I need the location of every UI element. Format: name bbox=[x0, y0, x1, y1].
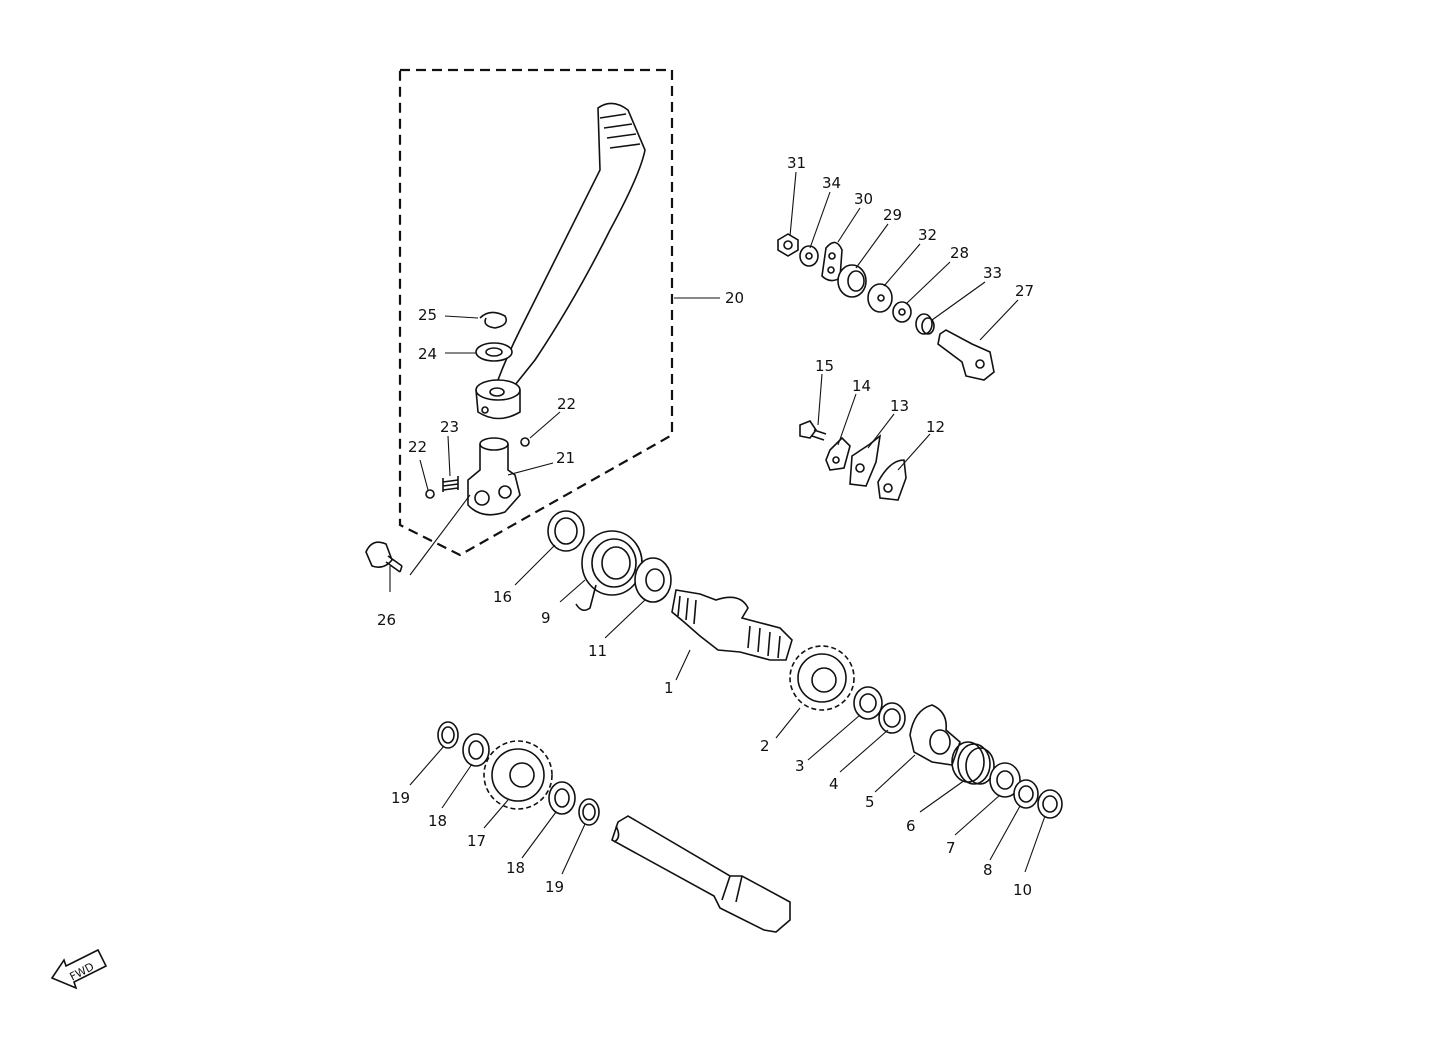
label-13: 13 bbox=[890, 397, 909, 415]
guide-13 bbox=[849, 434, 882, 487]
washer-18-right bbox=[548, 781, 576, 815]
label-19-left: 19 bbox=[391, 789, 410, 807]
label-24: 24 bbox=[418, 345, 437, 363]
label-16: 16 bbox=[493, 588, 512, 606]
kick-lever bbox=[475, 102, 646, 420]
washer-8 bbox=[1013, 779, 1039, 809]
circlip-19-right bbox=[578, 798, 600, 826]
circlip-19-left bbox=[437, 721, 459, 749]
label-17: 17 bbox=[467, 832, 486, 850]
circlip-4 bbox=[878, 702, 906, 734]
ratchet-5 bbox=[909, 704, 961, 766]
label-10: 10 bbox=[1013, 881, 1032, 899]
fwd-arrow: FWD bbox=[50, 948, 108, 990]
label-27: 27 bbox=[1015, 282, 1034, 300]
label-14: 14 bbox=[852, 377, 871, 395]
nut-31 bbox=[777, 233, 799, 257]
oil-seal-16 bbox=[547, 510, 585, 552]
collar-28 bbox=[892, 301, 912, 323]
label-1: 1 bbox=[664, 679, 674, 697]
label-26: 26 bbox=[377, 611, 396, 629]
label-18-left: 18 bbox=[428, 812, 447, 830]
ball-22-left bbox=[425, 489, 435, 499]
kick-boss bbox=[467, 437, 521, 516]
label-8: 8 bbox=[983, 861, 993, 879]
label-21: 21 bbox=[556, 449, 575, 467]
countershaft bbox=[611, 815, 791, 933]
label-30: 30 bbox=[854, 190, 873, 208]
label-5: 5 bbox=[865, 793, 875, 811]
torsion-spring-9 bbox=[575, 530, 643, 612]
label-6: 6 bbox=[906, 817, 916, 835]
ratchet-spring-6 bbox=[951, 741, 995, 785]
assembly-boundary-20 bbox=[398, 68, 674, 557]
bearing-29 bbox=[837, 264, 867, 298]
plate-14 bbox=[825, 436, 851, 471]
bolt-26 bbox=[365, 541, 403, 573]
label-34: 34 bbox=[822, 174, 841, 192]
label-25: 25 bbox=[418, 306, 437, 324]
label-29: 29 bbox=[883, 206, 902, 224]
spring-23 bbox=[442, 476, 459, 492]
label-28: 28 bbox=[950, 244, 969, 262]
ball-22-right bbox=[520, 437, 530, 447]
label-33: 33 bbox=[983, 264, 1002, 282]
label-3: 3 bbox=[795, 757, 805, 775]
label-11: 11 bbox=[588, 642, 607, 660]
label-2: 2 bbox=[760, 737, 770, 755]
washer-32 bbox=[867, 283, 893, 313]
washer-18-left bbox=[462, 733, 490, 767]
label-31: 31 bbox=[787, 154, 806, 172]
label-12: 12 bbox=[926, 418, 945, 436]
collar-11 bbox=[634, 557, 672, 603]
label-18-right: 18 bbox=[506, 859, 525, 877]
label-19-right: 19 bbox=[545, 878, 564, 896]
part-labels: 1 2 3 4 5 6 7 8 9 10 11 12 13 14 15 16 1… bbox=[377, 154, 1034, 899]
label-22-left: 22 bbox=[408, 438, 427, 456]
circlip-25 bbox=[479, 311, 508, 329]
idle-gear-17 bbox=[483, 740, 553, 810]
label-4: 4 bbox=[829, 775, 839, 793]
label-15: 15 bbox=[815, 357, 834, 375]
label-20: 20 bbox=[725, 289, 744, 307]
leader-lines bbox=[389, 171, 1046, 875]
label-32: 32 bbox=[918, 226, 937, 244]
washer-3 bbox=[853, 686, 883, 720]
spring-33 bbox=[915, 313, 935, 335]
label-9: 9 bbox=[541, 609, 551, 627]
washer-24 bbox=[475, 342, 513, 362]
kick-shaft-1 bbox=[671, 589, 793, 661]
label-22-right: 22 bbox=[557, 395, 576, 413]
kick-gear-2 bbox=[789, 645, 855, 711]
bolt-15 bbox=[799, 420, 827, 441]
label-23: 23 bbox=[440, 418, 459, 436]
circlip-10 bbox=[1037, 789, 1063, 819]
plate-12 bbox=[877, 459, 907, 501]
washer-7 bbox=[989, 762, 1021, 798]
stopper-shaft-27 bbox=[937, 329, 995, 381]
washer-34 bbox=[799, 245, 819, 267]
label-7: 7 bbox=[946, 839, 956, 857]
